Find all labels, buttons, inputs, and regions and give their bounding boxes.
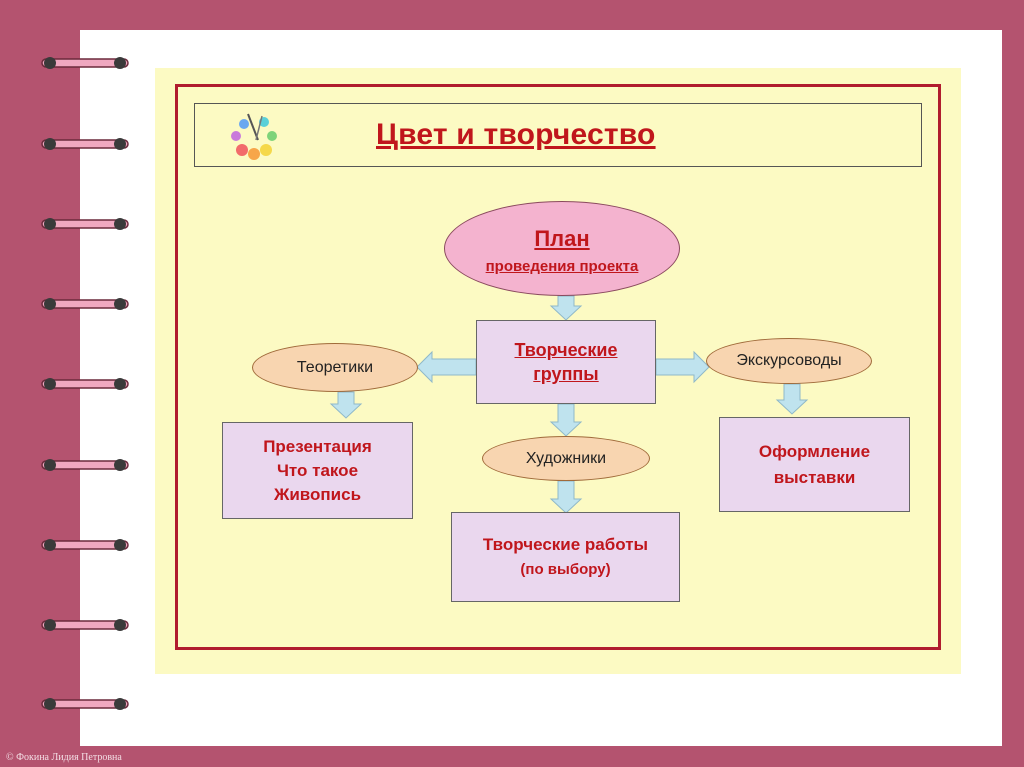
theorists-label: Теоретики [297, 359, 373, 377]
exhibition-node: Оформление выставки [719, 417, 910, 512]
works-line-2: (по выбору) [520, 558, 610, 582]
theorists-node: Теоретики [252, 343, 418, 392]
creative-groups-node: Творческие группы [476, 320, 656, 404]
guides-label: Экскурсоводы [736, 352, 841, 370]
presentation-node: Презентация Что такое Живопись [222, 422, 413, 519]
plan-title: План [534, 226, 589, 252]
exhibition-line-2: выставки [774, 465, 856, 491]
plan-subtitle: проведения проекта [486, 258, 639, 275]
arrow-theorists-to-presentation [331, 392, 361, 418]
creative-groups-label: Творческие группы [501, 338, 631, 386]
presentation-line-1: Презентация [263, 435, 372, 459]
exhibition-line-1: Оформление [759, 439, 870, 465]
arrow-guides-to-exhibition [777, 384, 807, 414]
creative-works-node: Творческие работы (по выбору) [451, 512, 680, 602]
guides-node: Экскурсоводы [706, 338, 872, 384]
artists-node: Художники [482, 436, 650, 481]
presentation-line-3: Живопись [274, 483, 361, 507]
works-line-1: Творческие работы [483, 532, 648, 558]
copyright-footer: © Фокина Лидия Петровна [6, 752, 122, 763]
arrow-artists-to-works [551, 481, 581, 513]
presentation-line-2: Что такое [277, 459, 358, 483]
arrow-plan-to-groups [551, 296, 581, 320]
arrow-groups-to-artists [551, 404, 581, 436]
arrow-groups-to-theorists [417, 352, 476, 382]
arrow-groups-to-guides [656, 352, 709, 382]
artists-label: Художники [526, 450, 606, 468]
plan-node: План проведения проекта [444, 201, 680, 296]
